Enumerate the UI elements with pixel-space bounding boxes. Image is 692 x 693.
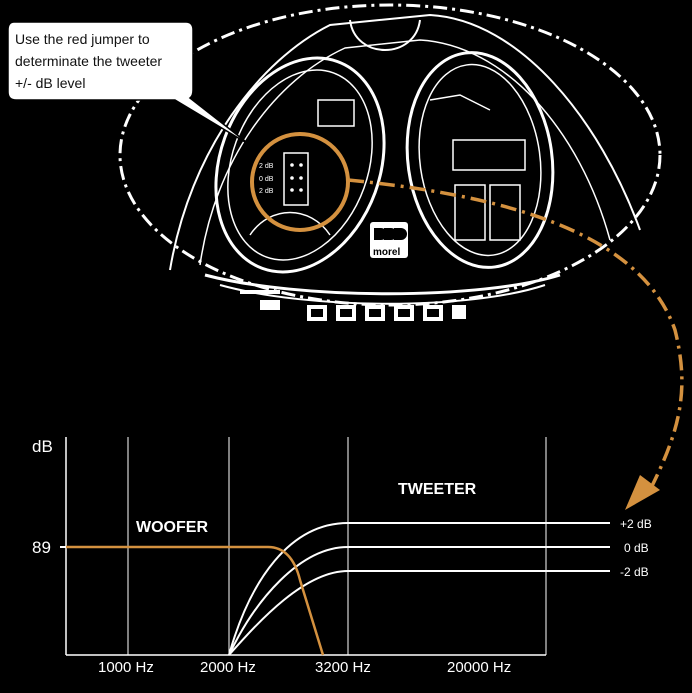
frequency-chart: dB 89 1000 Hz 2000 Hz 3200 Hz 20000 Hz W… — [32, 437, 652, 676]
left-compartment-inner — [227, 69, 373, 261]
pointer-arrowhead — [625, 475, 660, 510]
callout-line-3: +/- dB level — [15, 75, 85, 91]
x-tick-1000: 1000 Hz — [98, 659, 154, 676]
jumper-highlight-circle — [250, 132, 350, 232]
level-label-minus2: -2 dB — [620, 565, 649, 579]
speaker-illustration — [118, 3, 662, 307]
right-resistor-1 — [454, 184, 486, 241]
y-axis-label: dB — [32, 437, 53, 456]
morel-logo: morel — [370, 222, 408, 258]
callout-line-1: Use the red jumper to — [15, 31, 150, 47]
x-tick-3200: 3200 Hz — [315, 659, 371, 676]
right-resistor-2 — [489, 184, 521, 241]
left-coil — [249, 211, 331, 236]
right-capacitor — [452, 139, 526, 171]
level-label-zero: 0 dB — [624, 541, 649, 555]
pointer-arrow-path — [347, 178, 684, 491]
y-tick-89: 89 — [32, 538, 51, 557]
jumper-block: 2 dB 0 dB 2 dB — [259, 152, 309, 206]
left-component — [317, 99, 355, 127]
tweeter-curve-minus2 — [228, 570, 610, 656]
x-tick-20000: 20000 Hz — [447, 659, 511, 676]
left-compartment — [214, 56, 386, 274]
speaker-outline-ellipse — [118, 3, 662, 307]
jumper-label-minus2: 2 dB — [259, 188, 274, 195]
level-label-plus2: +2 dB — [620, 517, 652, 531]
speaker-top-notch — [349, 19, 421, 51]
callout-shape — [7, 21, 251, 146]
right-compartment-inner — [418, 63, 542, 257]
speaker-housing — [169, 13, 641, 271]
right-part-top — [429, 94, 491, 111]
jumper-header — [283, 152, 309, 206]
jumper-label-zero: 0 dB — [259, 176, 274, 183]
callout-line-2: determinate the tweeter — [15, 53, 162, 69]
morel-logo-text: morel — [373, 247, 400, 258]
callout-bubble: Use the red jumper to determinate the tw… — [7, 21, 251, 146]
woofer-label: WOOFER — [136, 519, 208, 536]
jumper-label-plus2: 2 dB — [259, 163, 274, 170]
tweeter-label: TWEETER — [398, 481, 477, 498]
tweeter-curve-plus2 — [228, 522, 610, 656]
x-tick-2000: 2000 Hz — [200, 659, 256, 676]
speaker-base — [204, 273, 561, 296]
tweeter-curve-0 — [228, 546, 610, 656]
woofer-curve — [66, 545, 325, 656]
right-compartment — [405, 51, 555, 269]
